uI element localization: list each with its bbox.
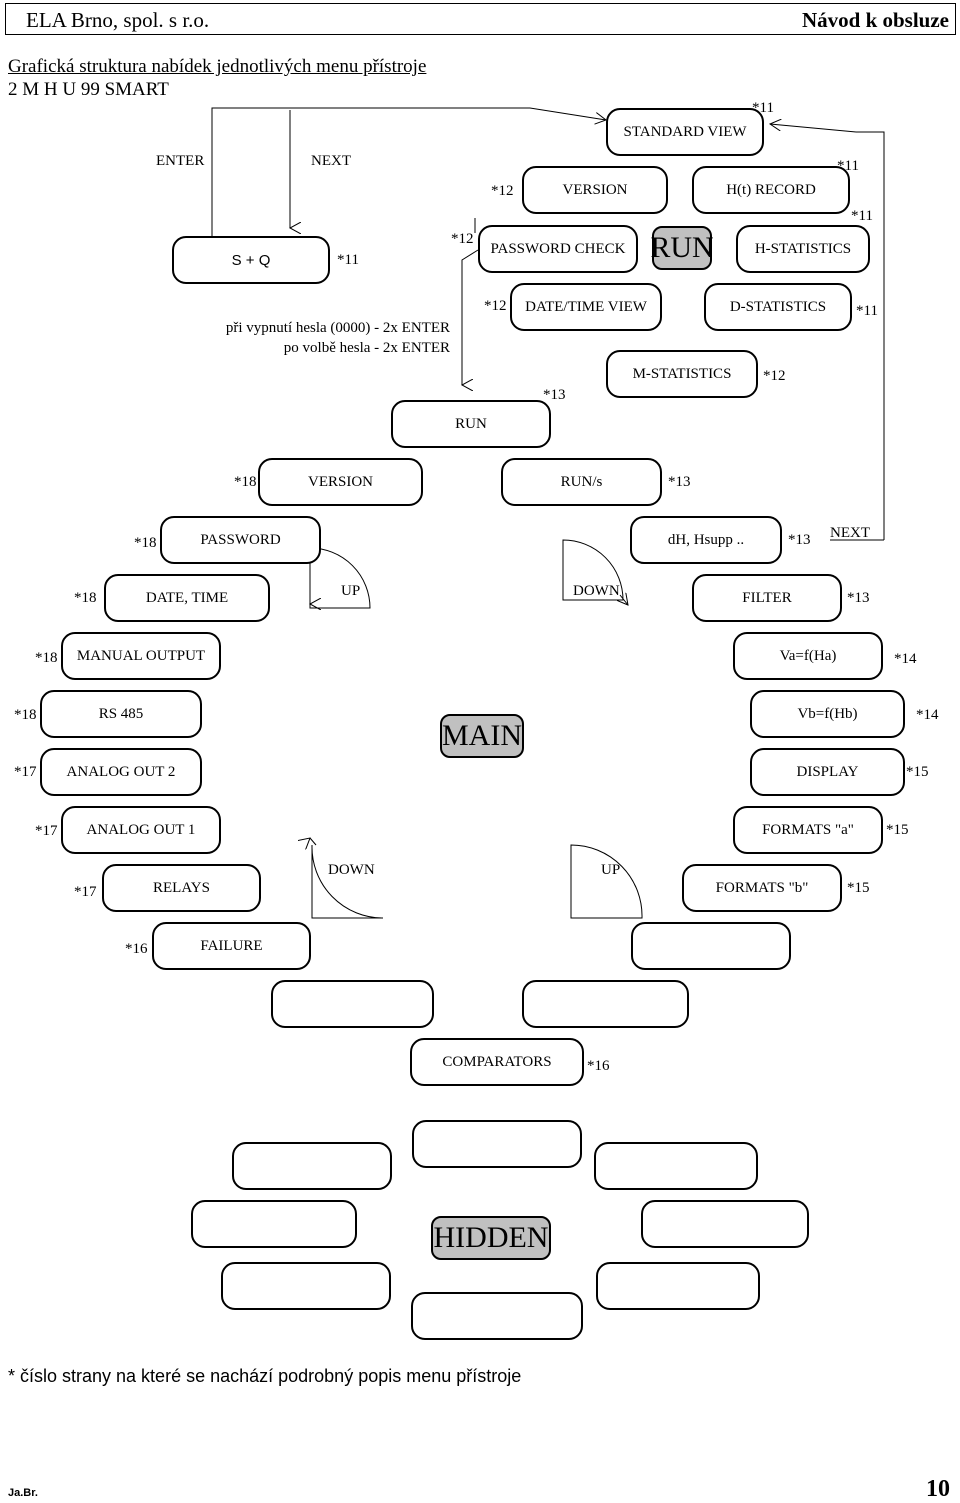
empty-box[interactable] [412, 1120, 582, 1168]
ref-mark: *15 [906, 764, 929, 780]
empty-box[interactable] [221, 1262, 391, 1310]
display-box[interactable]: DISPLAY [750, 748, 905, 796]
next-right-label: NEXT [830, 525, 870, 541]
ref-mark: *12 [451, 231, 474, 247]
password-box[interactable]: PASSWORD [160, 516, 321, 564]
run-s-box[interactable]: RUN/s [501, 458, 662, 506]
device-name: 2 M H U 99 SMART [8, 79, 169, 100]
ref-mark: *11 [752, 100, 774, 116]
ref-mark: *14 [916, 707, 939, 723]
va-box[interactable]: Va=f(Ha) [733, 632, 883, 680]
page-header: ELA Brno, spol. s r.o. Návod k obsluze [5, 3, 956, 35]
empty-box[interactable] [522, 980, 689, 1028]
up-top-label: UP [341, 583, 361, 599]
empty-box[interactable] [271, 980, 434, 1028]
footer-author: Ja.Br. [8, 1487, 38, 1499]
empty-box[interactable] [596, 1262, 760, 1310]
password-note: při vypnutí hesla (0000) - 2x ENTER po v… [180, 318, 450, 358]
enter-label: ENTER [156, 153, 205, 169]
run-mode-box[interactable]: RUN [650, 226, 714, 270]
ref-mark: *15 [886, 822, 909, 838]
rs485-box[interactable]: RS 485 [40, 690, 202, 738]
vb-box[interactable]: Vb=f(Hb) [750, 690, 905, 738]
ref-mark: *16 [125, 941, 148, 957]
company-name: ELA Brno, spol. s r.o. [26, 8, 210, 32]
ref-mark: *13 [543, 387, 566, 403]
run-box[interactable]: RUN [391, 400, 551, 448]
filter-box[interactable]: FILTER [692, 574, 842, 622]
main-box[interactable]: MAIN [440, 714, 524, 758]
empty-box[interactable] [232, 1142, 392, 1190]
empty-box[interactable] [191, 1200, 357, 1248]
ref-mark: *13 [788, 532, 811, 548]
analog-out1-box[interactable]: ANALOG OUT 1 [61, 806, 221, 854]
down-top-label: DOWN [573, 583, 620, 599]
ref-mark: *11 [851, 208, 873, 224]
empty-box[interactable] [641, 1200, 809, 1248]
h-statistics-box[interactable]: H-STATISTICS [736, 225, 870, 273]
ref-mark: *11 [837, 158, 859, 174]
h-record-box[interactable]: H(t) RECORD [692, 166, 850, 214]
ref-mark: *14 [894, 651, 917, 667]
ref-mark: *18 [134, 535, 157, 551]
ref-mark: *17 [35, 823, 58, 839]
manual-output-box[interactable]: MANUAL OUTPUT [61, 632, 221, 680]
standard-view-box[interactable]: STANDARD VIEW [606, 108, 764, 156]
datetime-view-box[interactable]: DATE/TIME VIEW [510, 283, 662, 331]
comparators-box[interactable]: COMPARATORS [410, 1038, 584, 1086]
page-number: 10 [926, 1476, 950, 1502]
ref-mark: *12 [484, 298, 507, 314]
up-bottom-label: UP [601, 862, 621, 878]
dh-hsupp-box[interactable]: dH, Hsupp .. [630, 516, 782, 564]
ref-mark: *11 [337, 252, 359, 268]
formats-a-box[interactable]: FORMATS "a" [733, 806, 883, 854]
ref-mark: *12 [763, 368, 786, 384]
version-top-box[interactable]: VERSION [522, 166, 668, 214]
note-line: po volbě hesla - 2x ENTER [283, 340, 450, 356]
version-box[interactable]: VERSION [258, 458, 423, 506]
d-statistics-box[interactable]: D-STATISTICS [704, 283, 852, 331]
analog-out2-box[interactable]: ANALOG OUT 2 [40, 748, 202, 796]
hidden-box[interactable]: HIDDEN [431, 1216, 551, 1260]
failure-box[interactable]: FAILURE [152, 922, 311, 970]
s-q-box[interactable]: S + Q [172, 236, 330, 284]
formats-b-box[interactable]: FORMATS "b" [682, 864, 842, 912]
empty-box[interactable] [631, 922, 791, 970]
ref-mark: *17 [74, 884, 97, 900]
empty-box[interactable] [594, 1142, 758, 1190]
ref-mark: *12 [491, 183, 514, 199]
ref-mark: *15 [847, 880, 870, 896]
document-type: Návod k obsluze [801, 8, 949, 32]
ref-mark: *18 [35, 650, 58, 666]
ref-mark: *18 [234, 474, 257, 490]
date-time-box[interactable]: DATE, TIME [104, 574, 270, 622]
page-title: Grafická struktura nabídek jednotlivých … [8, 56, 427, 77]
note-line: při vypnutí hesla (0000) - 2x ENTER [225, 320, 450, 336]
ref-mark: *13 [668, 474, 691, 490]
footnote: * číslo strany na které se nachází podro… [8, 1366, 522, 1386]
empty-box[interactable] [411, 1292, 583, 1340]
ref-mark: *18 [14, 707, 37, 723]
password-check-box[interactable]: PASSWORD CHECK [478, 225, 638, 273]
ref-mark: *17 [14, 764, 37, 780]
down-bottom-label: DOWN [328, 862, 375, 878]
ref-mark: *13 [847, 590, 870, 606]
ref-mark: *11 [856, 303, 878, 319]
ref-mark: *16 [587, 1058, 610, 1074]
ref-mark: *18 [74, 590, 97, 606]
next-top-label: NEXT [311, 153, 351, 169]
relays-box[interactable]: RELAYS [102, 864, 261, 912]
m-statistics-box[interactable]: M-STATISTICS [606, 350, 758, 398]
